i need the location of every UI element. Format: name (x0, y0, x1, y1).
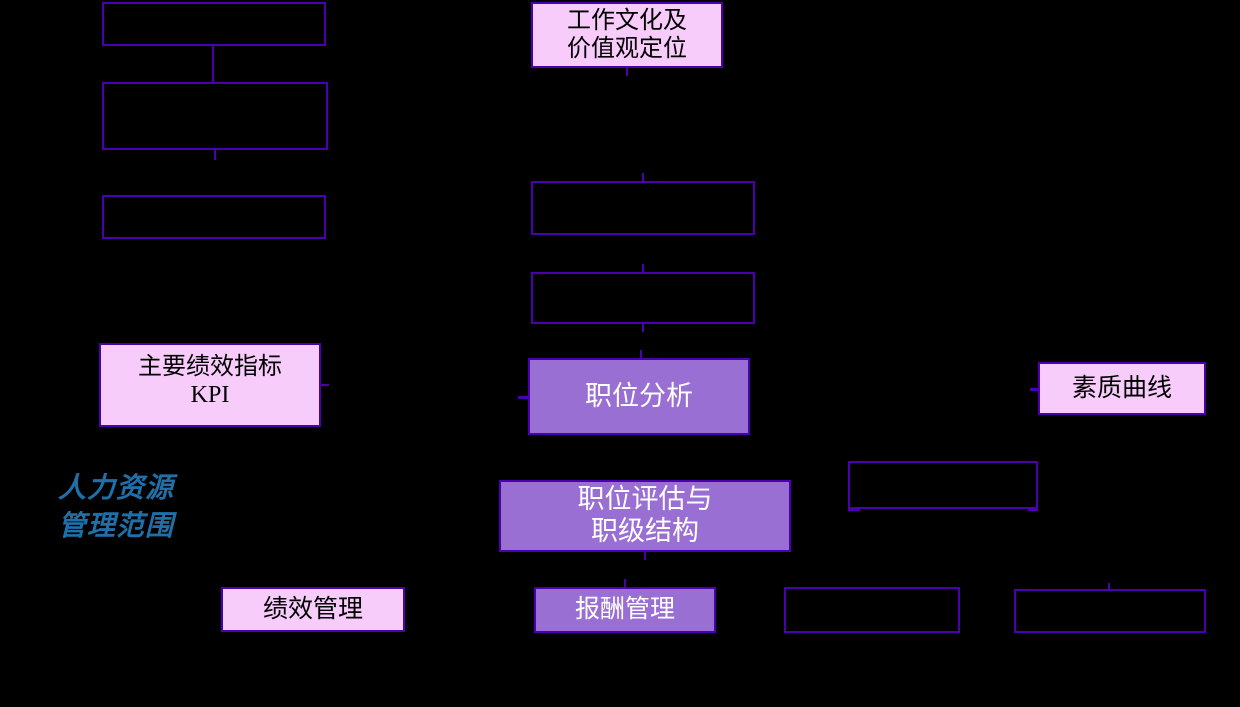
node-kpi[interactable]: 主要绩效指标 KPI (99, 343, 321, 427)
node-mid-box-1[interactable] (531, 181, 755, 235)
node-job-eval[interactable]: 职位评估与 职级结构 (499, 480, 791, 552)
connector-conn-culture (626, 68, 628, 76)
node-right-box-3[interactable] (784, 587, 960, 633)
node-label-culture: 工作文化及 价值观定位 (567, 7, 687, 62)
node-mid-box-2[interactable] (531, 272, 755, 324)
connector-conn-right-4 (1108, 583, 1110, 591)
connector-conn-mid-1 (642, 173, 644, 181)
connector-conn-comp-top (624, 579, 626, 587)
connector-conn-job-left (518, 396, 528, 399)
connector-conn-mid-2 (642, 264, 644, 272)
node-comp-mgmt[interactable]: 报酬管理 (534, 587, 716, 633)
scope-title: 人力资源 管理范围 (58, 473, 175, 542)
node-label-perf-mgmt: 绩效管理 (262, 595, 363, 623)
node-label-right-box-1: 素质曲线 (1071, 374, 1172, 402)
connector-conn-mid-2-job (642, 324, 644, 332)
connector-conn-kpi-in (321, 384, 329, 386)
connector-conn-job-top (640, 350, 642, 358)
node-culture[interactable]: 工作文化及 价值观定位 (531, 2, 723, 68)
node-right-box-2[interactable] (848, 461, 1038, 509)
connector-conn-right-3 (1028, 509, 1038, 511)
connector-conn-right-2 (848, 509, 860, 511)
node-right-box-4[interactable] (1014, 589, 1206, 633)
node-label-job-eval: 职位评估与 职级结构 (577, 484, 713, 546)
connector-conn-eval-bot (644, 552, 646, 560)
node-left-box-2[interactable] (102, 82, 328, 150)
node-left-box-1[interactable] (102, 2, 326, 46)
node-perf-mgmt[interactable]: 绩效管理 (221, 587, 405, 632)
connector-conn-right-1 (1030, 388, 1038, 391)
node-left-box-3[interactable] (102, 195, 326, 239)
node-job-analysis[interactable]: 职位分析 (528, 358, 750, 435)
connector-conn-left-1-2 (212, 46, 214, 84)
node-label-job-analysis: 职位分析 (585, 380, 693, 411)
connector-conn-left-2-3 (214, 150, 216, 160)
node-right-box-1[interactable]: 素质曲线 (1038, 362, 1206, 415)
node-label-kpi: 主要绩效指标 KPI (138, 354, 282, 409)
node-label-comp-mgmt: 报酬管理 (574, 596, 675, 624)
